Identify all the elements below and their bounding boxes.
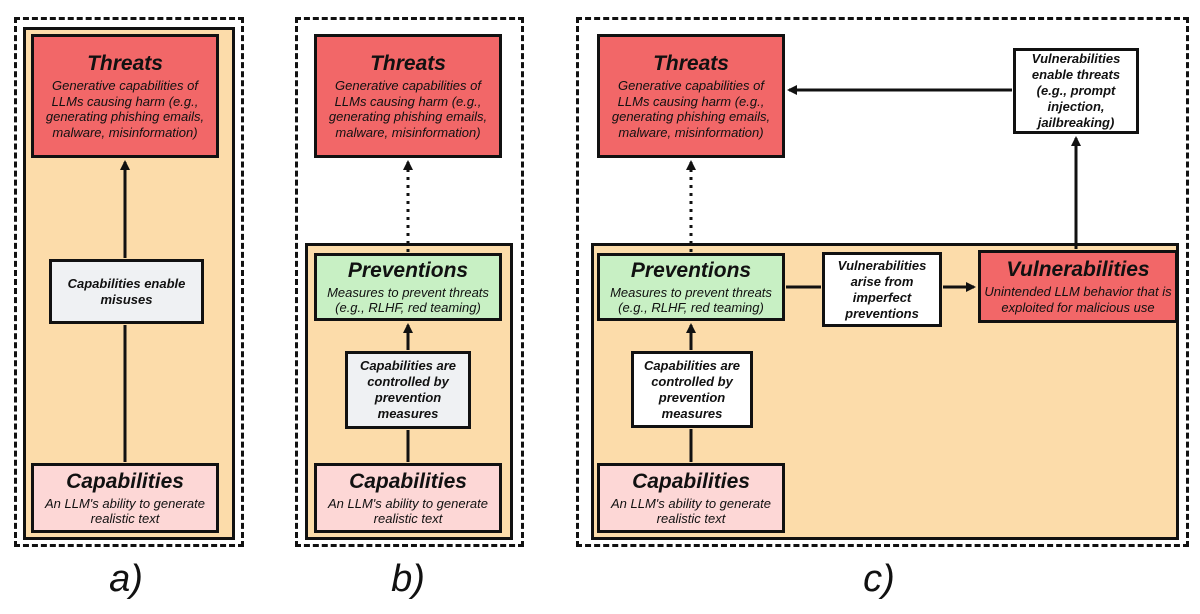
panel-a-capabilities-node: Capabilities An LLM's ability to generat… bbox=[31, 463, 219, 533]
panel-c-vulnerabilities-node: Vulnerabilities Unintended LLM behavior … bbox=[978, 250, 1178, 323]
panel-b-edge-label: Capabilities are controlled by preventio… bbox=[345, 351, 471, 429]
panel-c-preventions-node: Preventions Measures to prevent threats … bbox=[597, 253, 785, 321]
panel-c-capabilities-node: Capabilities An LLM's ability to generat… bbox=[597, 463, 785, 533]
panel-b-capabilities-title: Capabilities bbox=[349, 469, 467, 493]
panel-a-capabilities-desc: An LLM's ability to generate realistic t… bbox=[44, 495, 206, 527]
panel-c-vuln-arise-label-text: Vulnerabilities arise from imperfect pre… bbox=[837, 257, 927, 321]
panel-b-preventions-desc: Measures to prevent threats (e.g., RLHF,… bbox=[327, 284, 489, 316]
panel-b-threats-title: Threats bbox=[370, 52, 446, 75]
panel-a-threats-title: Threats bbox=[87, 52, 163, 75]
panel-c-frame bbox=[576, 17, 1189, 547]
panel-c-vuln-arise-label: Vulnerabilities arise from imperfect pre… bbox=[822, 252, 942, 327]
panel-a-frame bbox=[14, 17, 244, 547]
panel-c-threats-node: Threats Generative capabilities of LLMs … bbox=[597, 34, 785, 158]
panel-c-vulnerabilities-title: Vulnerabilities bbox=[1006, 258, 1150, 281]
panel-a-capabilities-title: Capabilities bbox=[66, 469, 184, 493]
panel-c-vuln-enable-label-text: Vulnerabilities enable threats (e.g., pr… bbox=[1031, 51, 1121, 130]
panel-a-threats-node: Threats Generative capabilities of LLMs … bbox=[31, 34, 219, 158]
panel-b-preventions-node: Preventions Measures to prevent threats … bbox=[314, 253, 502, 321]
panel-c-edge-label-text: Capabilities are controlled by preventio… bbox=[643, 357, 741, 421]
panel-c-caption: c) bbox=[863, 558, 895, 600]
panel-c-capabilities-desc: An LLM's ability to generate realistic t… bbox=[610, 495, 772, 527]
panel-b-preventions-title: Preventions bbox=[347, 258, 469, 282]
panel-c-preventions-title: Preventions bbox=[630, 258, 752, 282]
panel-a-edge-label-text: Capabilities enable misuses bbox=[67, 275, 186, 307]
panel-b-capabilities-desc: An LLM's ability to generate realistic t… bbox=[327, 495, 489, 527]
panel-c-threats-title: Threats bbox=[653, 52, 729, 75]
panel-c-vulnerabilities-desc: Unintended LLM behavior that is exploite… bbox=[984, 284, 1172, 315]
panel-a-threats-desc: Generative capabilities of LLMs causing … bbox=[45, 78, 205, 140]
panel-a-edge-label: Capabilities enable misuses bbox=[49, 259, 204, 324]
panel-b-threats-desc: Generative capabilities of LLMs causing … bbox=[328, 78, 488, 140]
panel-c-vuln-enable-label: Vulnerabilities enable threats (e.g., pr… bbox=[1013, 48, 1139, 134]
panel-c-capabilities-title: Capabilities bbox=[632, 469, 750, 493]
panel-b-capabilities-node: Capabilities An LLM's ability to generat… bbox=[314, 463, 502, 533]
panel-a-caption: a) bbox=[109, 558, 143, 600]
panel-b-threats-node: Threats Generative capabilities of LLMs … bbox=[314, 34, 502, 158]
panel-b-frame bbox=[295, 17, 524, 547]
panel-c-edge-label: Capabilities are controlled by preventio… bbox=[631, 351, 753, 428]
panel-b-caption: b) bbox=[391, 558, 425, 600]
panel-c-threats-desc: Generative capabilities of LLMs causing … bbox=[611, 78, 771, 140]
panel-c-preventions-desc: Measures to prevent threats (e.g., RLHF,… bbox=[610, 284, 772, 316]
panel-b-edge-label-text: Capabilities are controlled by preventio… bbox=[359, 358, 457, 421]
